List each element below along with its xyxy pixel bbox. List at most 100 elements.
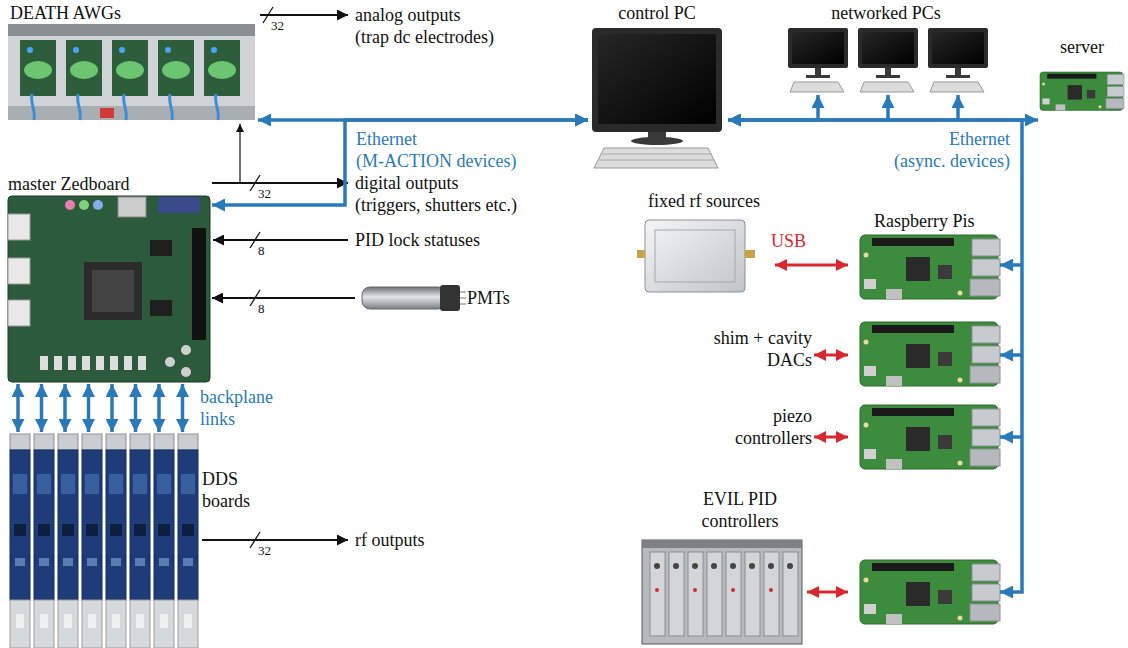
evil-rack-picture (654, 563, 660, 569)
awg-photo (170, 94, 173, 120)
device-label: server (1038, 36, 1126, 58)
signal-label: rf outputs (355, 529, 425, 551)
zedboard-photo (165, 357, 175, 367)
zedboard-photo (181, 367, 191, 377)
ethernet-branches (1000, 263, 1022, 267)
evil-rack-picture (783, 552, 798, 636)
awg-photo (211, 47, 217, 53)
zedboard-photo (84, 262, 142, 320)
networked-pcs-picture (946, 75, 970, 78)
device-label: PMTs (467, 287, 510, 309)
awg-photo (20, 40, 56, 96)
awg-photo (216, 94, 219, 120)
device-label: Raspberry Pis (874, 210, 975, 232)
awg-photo (100, 108, 114, 118)
networked-pcs-picture (932, 32, 984, 64)
zedboard-photo (54, 356, 62, 370)
raspberry-pi-pictures (860, 560, 1000, 624)
control-pc-picture (631, 137, 683, 145)
zedboard-photo (8, 196, 210, 382)
rf-source-picture (637, 250, 645, 258)
awg-photo (112, 40, 148, 96)
pmt-picture (460, 304, 466, 305)
signal-arrows (213, 239, 348, 241)
link-label: USB (771, 230, 806, 252)
rf-source-picture (645, 220, 745, 292)
pi-group-box: Raspberry Pis (848, 210, 1000, 630)
pc-group-box: networked PCs (780, 2, 994, 95)
awg-box: DEATH AWGs (6, 2, 258, 124)
evil-rack-picture (730, 563, 736, 569)
device-label: fixed rf sources (648, 190, 760, 212)
networked-pcs-picture (792, 32, 844, 64)
usb-link (814, 436, 848, 439)
awg-photo (162, 61, 190, 79)
dac-box: shim + cavity DACs (694, 326, 814, 373)
raspberry-pi-pictures (860, 405, 1000, 469)
dds-boards-photo (34, 434, 54, 648)
rf-source-picture (745, 250, 755, 258)
zedboard-photo (138, 356, 146, 370)
networked-pcs-picture (955, 68, 961, 75)
networked-pcs-picture (806, 75, 830, 78)
bus-width: 32 (258, 186, 271, 201)
awg-photo (8, 24, 255, 120)
backplane-link (110, 384, 114, 432)
pc-box: control PC (588, 2, 728, 172)
evil-rack-picture (768, 563, 774, 569)
pid-rack-box: EVIL PID controllers (640, 488, 807, 646)
signal-arrows (202, 539, 348, 541)
backplane-link (134, 384, 138, 432)
networked-pcs-picture (876, 75, 900, 78)
awg-photo (116, 61, 144, 79)
evil-rack-picture (726, 552, 741, 636)
zedboard-photo (65, 200, 75, 210)
awg-photo (8, 24, 255, 36)
zedboard-photo (93, 200, 103, 210)
zedboard-photo (92, 270, 134, 312)
pmt-picture (460, 298, 466, 299)
backplane-link (181, 384, 185, 432)
bus-width: 32 (258, 543, 271, 558)
networked-pcs-picture (928, 28, 988, 68)
zedboard-photo (118, 197, 146, 217)
awg-photo (204, 40, 240, 96)
usb-link (775, 264, 848, 267)
dds-boards-photo (106, 434, 126, 648)
backplane-link (16, 384, 20, 432)
ethernet-branches (1000, 435, 1022, 439)
evil-rack-picture (707, 552, 722, 636)
device-label: master Zedboard (8, 173, 129, 195)
pmt-picture (440, 285, 460, 311)
pmt-picture (362, 285, 466, 311)
zedboard-photo (110, 356, 118, 370)
signal-label: (triggers, shutters etc.) (355, 194, 517, 216)
zedboard-photo (192, 228, 206, 340)
zedboard-photo (79, 200, 89, 210)
link-label: backplane links (200, 386, 292, 430)
awg-photo (73, 47, 79, 53)
awg-photo (208, 61, 236, 79)
evil-rack-picture (669, 552, 684, 636)
zedboard-photo (150, 240, 172, 256)
pmt-picture (362, 287, 446, 309)
control-pc-picture (592, 28, 722, 168)
ethernet-link (728, 95, 818, 120)
raspberry-pi-pictures (860, 235, 1000, 624)
networked-pcs-picture (788, 28, 988, 92)
raspberry-pi-pictures (860, 322, 1000, 386)
evil-rack-picture (787, 563, 793, 569)
zedboard-photo (82, 356, 90, 370)
device-label: piezo controllers (712, 405, 812, 449)
rf-source-picture (637, 220, 755, 292)
awg-photo (165, 47, 171, 53)
zedboard-photo (8, 196, 210, 382)
awg-photo (32, 94, 35, 120)
network-label: (async. devices) (894, 150, 1010, 172)
network-label: Ethernet (356, 128, 417, 150)
dds-boards-photo (130, 434, 150, 648)
control-pc-picture (594, 148, 718, 168)
ethernet-branches (886, 95, 890, 120)
awg-photo (66, 40, 102, 96)
evil-rack-picture (688, 552, 703, 636)
